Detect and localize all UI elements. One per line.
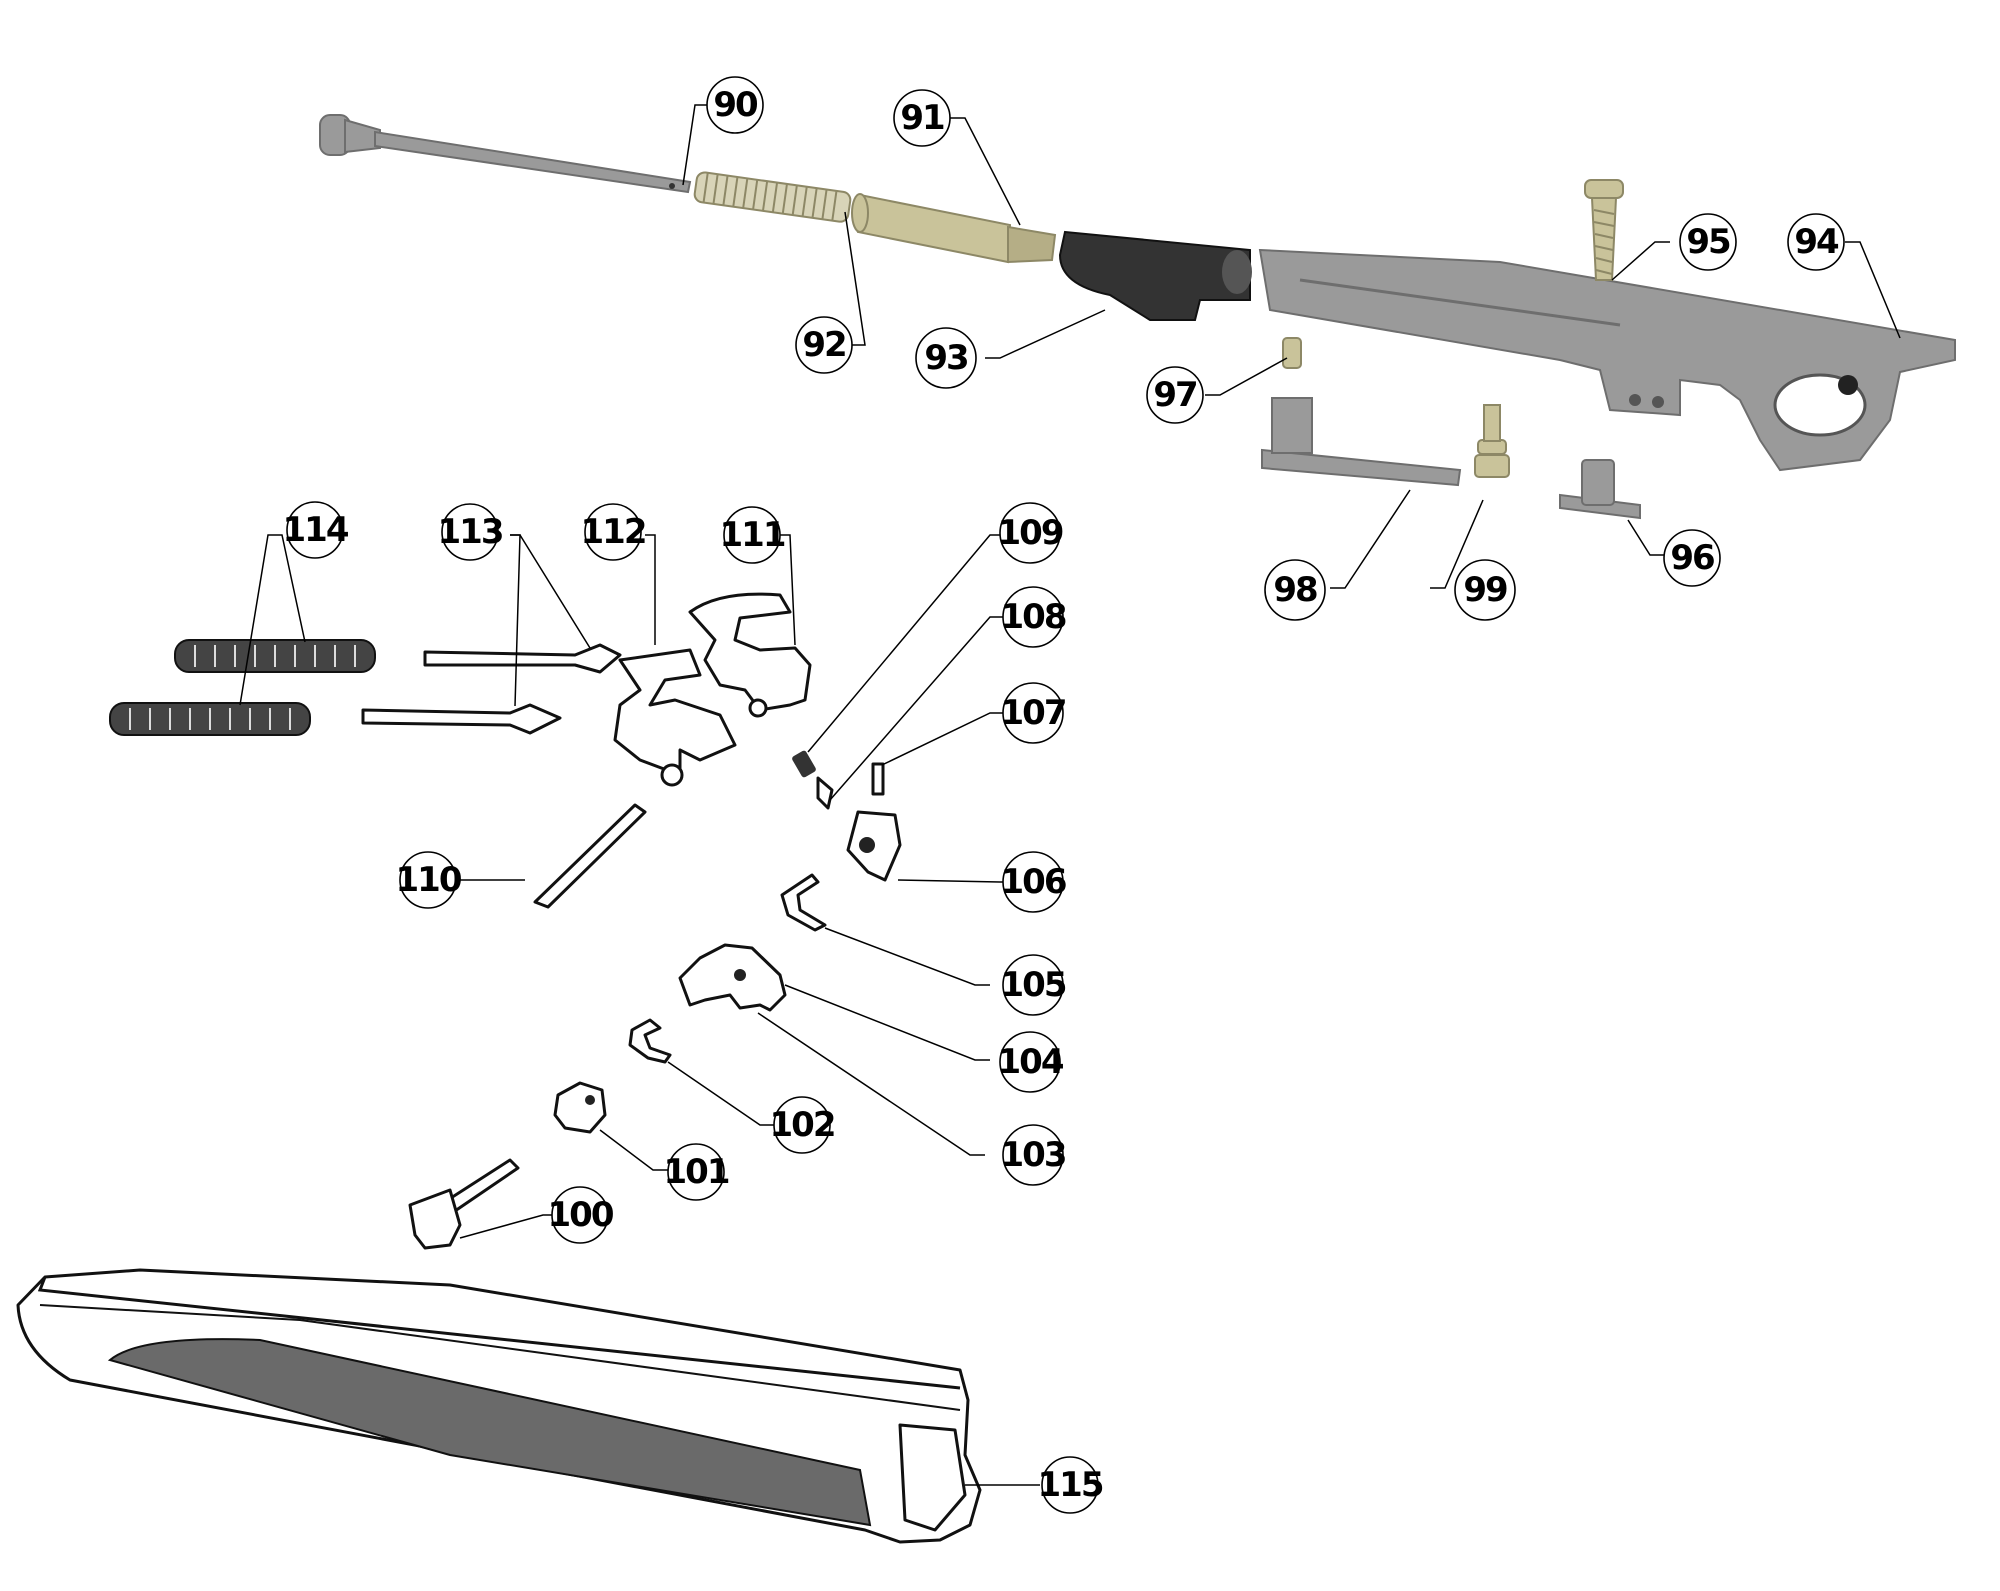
callout-98: 98 <box>1264 559 1326 621</box>
part-91-tube <box>851 193 1057 264</box>
callout-107: 107 <box>1001 682 1067 744</box>
part-100-button <box>408 1158 520 1250</box>
callout-109: 109 <box>998 502 1065 564</box>
callout-103: 103 <box>1001 1124 1067 1186</box>
part-108-plunger <box>816 776 834 810</box>
callout-93: 93 <box>915 327 977 389</box>
callout-110: 110 <box>396 851 464 909</box>
callout-109-label: 109 <box>998 513 1063 553</box>
part-106-lever <box>846 810 902 882</box>
part-95-screw <box>1584 179 1624 281</box>
callout-99: 99 <box>1454 559 1516 621</box>
callout-100-label: 100 <box>548 1195 614 1235</box>
callout-111-label: 111 <box>720 515 785 555</box>
callout-95: 95 <box>1679 213 1737 271</box>
callout-107-label: 107 <box>1001 693 1066 733</box>
part-107-pin <box>871 762 885 796</box>
part-90-rod <box>319 114 692 194</box>
part-93-block <box>1058 230 1252 321</box>
callout-91-label: 91 <box>900 98 944 138</box>
callout-110-label: 110 <box>396 860 462 900</box>
part-114-springs <box>109 639 376 736</box>
callout-101: 101 <box>664 1143 731 1201</box>
callout-94-label: 94 <box>1794 222 1839 262</box>
callout-92-label: 92 <box>802 325 845 365</box>
callout-114-label: 114 <box>283 510 349 550</box>
part-105-clip <box>780 873 827 932</box>
callout-115-label: 115 <box>1038 1465 1103 1505</box>
callout-91: 91 <box>893 89 951 147</box>
callout-105-label: 105 <box>1001 965 1066 1005</box>
callout-106: 106 <box>1001 851 1068 913</box>
callout-108: 108 <box>1001 586 1068 648</box>
callout-97: 97 <box>1146 366 1204 424</box>
callout-115: 115 <box>1038 1456 1105 1514</box>
part-112-sear <box>613 648 737 787</box>
part-109-spring <box>792 750 816 778</box>
callout-100: 100 <box>548 1186 616 1244</box>
part-110-pin <box>533 803 647 909</box>
part-102-spring <box>628 1018 672 1064</box>
callout-113-label: 113 <box>438 512 503 552</box>
callout-108-label: 108 <box>1001 597 1066 637</box>
callout-94: 94 <box>1787 213 1845 271</box>
part-115-stock <box>16 1268 982 1544</box>
callout-92: 92 <box>795 316 853 374</box>
callout-102: 102 <box>770 1096 836 1154</box>
callout-114: 114 <box>283 501 351 559</box>
part-99-screw <box>1474 404 1510 478</box>
callout-93-label: 93 <box>924 338 967 378</box>
part-104-trigger <box>678 943 787 1012</box>
callout-112: 112 <box>581 503 647 561</box>
callout-90-label: 90 <box>713 85 758 125</box>
part-98-bracket <box>1261 397 1462 487</box>
callout-112-label: 112 <box>581 512 646 552</box>
callout-105: 105 <box>1001 954 1068 1016</box>
callout-96-label: 96 <box>1670 538 1714 578</box>
callout-102-label: 102 <box>770 1105 835 1145</box>
callout-106-label: 106 <box>1001 862 1066 902</box>
callout-90: 90 <box>706 76 764 134</box>
callout-97-label: 97 <box>1153 375 1196 415</box>
part-97-small-screw <box>1282 337 1302 369</box>
callout-99-label: 99 <box>1463 570 1507 610</box>
part-113-pins <box>361 643 622 735</box>
callout-111: 111 <box>720 506 787 564</box>
part-94-frame <box>1258 248 1956 472</box>
callout-101-label: 101 <box>664 1152 729 1192</box>
callout-96: 96 <box>1663 529 1721 587</box>
part-101-block <box>553 1081 607 1134</box>
callout-113: 113 <box>438 503 504 561</box>
part-92-spring <box>693 171 852 223</box>
callout-104: 104 <box>998 1031 1066 1093</box>
callout-95-label: 95 <box>1686 222 1730 262</box>
callout-103-label: 103 <box>1001 1135 1066 1175</box>
callout-98-label: 98 <box>1273 570 1317 610</box>
part-111-hook <box>688 592 812 718</box>
callout-104-label: 104 <box>998 1042 1064 1082</box>
part-96-mount <box>1559 459 1641 520</box>
